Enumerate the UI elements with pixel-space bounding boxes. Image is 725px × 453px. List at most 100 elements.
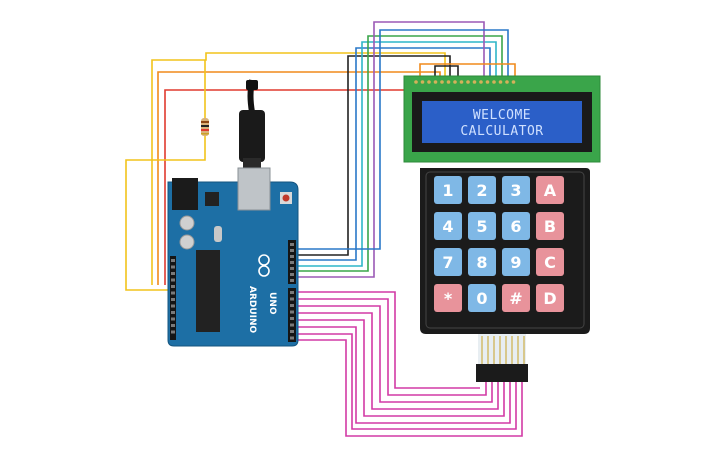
header-pin[interactable] — [290, 323, 294, 327]
wire-keypad-5[interactable] — [296, 319, 505, 417]
header-pin[interactable] — [171, 311, 175, 314]
header-pin[interactable] — [290, 255, 294, 258]
lcd-pin[interactable] — [485, 80, 490, 84]
header-pin[interactable] — [171, 317, 175, 321]
lcd-pin[interactable] — [459, 80, 464, 84]
key-label: 7 — [442, 253, 453, 272]
resistor[interactable] — [201, 118, 209, 136]
capacitor — [179, 215, 195, 231]
header-pin[interactable] — [290, 291, 294, 294]
header-pin[interactable] — [171, 278, 175, 282]
arduino-uno-board[interactable]: ARDUINO UNO — [167, 167, 299, 347]
wire-yellow[interactable] — [151, 52, 446, 285]
key-label: A — [544, 181, 557, 200]
lcd-pin[interactable] — [505, 80, 509, 84]
wire-keypad-2[interactable] — [296, 298, 487, 396]
lcd-pin[interactable] — [511, 80, 516, 84]
lcd-pin[interactable] — [414, 80, 418, 84]
header-pin[interactable] — [290, 336, 294, 340]
lcd-pin[interactable] — [427, 80, 431, 84]
key-label: 4 — [442, 217, 453, 236]
wire-cyan[interactable] — [296, 41, 497, 267]
header-pin[interactable] — [290, 297, 294, 301]
power-jack[interactable] — [172, 178, 198, 210]
wire-blue-2[interactable] — [296, 29, 509, 250]
header-pin[interactable] — [290, 317, 294, 320]
key-label: 8 — [476, 253, 487, 272]
key-4[interactable] — [434, 212, 462, 240]
key-C[interactable] — [536, 248, 564, 276]
lcd-pin[interactable] — [433, 80, 438, 84]
header-pin[interactable] — [171, 324, 175, 327]
wire-green[interactable] — [296, 35, 503, 272]
wire-purple[interactable] — [296, 21, 485, 278]
header-pin[interactable] — [171, 285, 175, 288]
wire-keypad-4[interactable] — [296, 312, 499, 410]
lcd-pin[interactable] — [479, 80, 483, 84]
lcd-16x2-display[interactable]: WELCOME CALCULATOR — [403, 75, 601, 163]
key-A[interactable] — [536, 176, 564, 204]
header-pin[interactable] — [171, 265, 175, 269]
header-pin[interactable] — [171, 259, 175, 262]
header-pin[interactable] — [171, 298, 175, 301]
header-pin[interactable] — [290, 243, 294, 246]
key-label: C — [544, 253, 556, 272]
key-8[interactable] — [468, 248, 496, 276]
key-D[interactable] — [536, 284, 564, 312]
header-pin[interactable] — [171, 330, 175, 334]
wire-keypad-7[interactable] — [296, 333, 517, 430]
key-#[interactable] — [502, 284, 530, 312]
key-label: D — [543, 289, 556, 308]
key-label: 6 — [510, 217, 521, 236]
wire-orange-2[interactable] — [419, 63, 516, 78]
header-pin[interactable] — [290, 310, 294, 314]
wire-blue-1[interactable] — [296, 47, 491, 261]
lcd-pin[interactable] — [492, 80, 496, 84]
key-*[interactable] — [434, 284, 462, 312]
wire-keypad-1[interactable] — [296, 291, 480, 389]
wire-keypad-3[interactable] — [296, 305, 493, 403]
key-0[interactable] — [468, 284, 496, 312]
header-pin[interactable] — [290, 267, 294, 270]
header-pin[interactable] — [171, 304, 175, 308]
header-pin[interactable] — [290, 249, 294, 252]
keypad-connector[interactable] — [476, 364, 528, 382]
wire-yellow-c[interactable] — [125, 135, 206, 291]
lcd-pin[interactable] — [498, 80, 503, 84]
header-pin[interactable] — [290, 279, 294, 282]
lcd-pin[interactable] — [420, 80, 425, 84]
usb-port[interactable] — [237, 167, 271, 211]
wire-keypad-6[interactable] — [296, 326, 511, 424]
header-pin[interactable] — [290, 261, 294, 264]
lcd-pin[interactable] — [440, 80, 444, 84]
lcd-pin[interactable] — [472, 80, 477, 84]
header-pin[interactable] — [290, 273, 294, 276]
lcd-screen — [422, 101, 582, 143]
header-pin[interactable] — [290, 304, 294, 307]
lcd-line-2: CALCULATOR — [460, 124, 543, 139]
key-6[interactable] — [502, 212, 530, 240]
lcd-pin[interactable] — [466, 80, 470, 84]
key-5[interactable] — [468, 212, 496, 240]
wire-keypad-8[interactable] — [296, 339, 523, 437]
header-pin[interactable] — [171, 272, 175, 275]
key-9[interactable] — [502, 248, 530, 276]
logo-text: ARDUINO — [247, 286, 257, 334]
key-B[interactable] — [536, 212, 564, 240]
lcd-pin[interactable] — [446, 80, 451, 84]
digital-header-bottom[interactable] — [288, 288, 296, 342]
key-1[interactable] — [434, 176, 462, 204]
wire-black-2[interactable] — [434, 65, 459, 78]
header-pin[interactable] — [290, 330, 294, 333]
lcd-line-1: WELCOME — [473, 108, 531, 123]
key-label: B — [544, 217, 556, 236]
key-label: 3 — [510, 181, 521, 200]
lcd-pin[interactable] — [453, 80, 457, 84]
header-pin[interactable] — [171, 291, 175, 295]
wire-orange[interactable] — [157, 71, 441, 285]
key-7[interactable] — [434, 248, 462, 276]
key-2[interactable] — [468, 176, 496, 204]
key-label: # — [509, 289, 522, 308]
key-3[interactable] — [502, 176, 530, 204]
